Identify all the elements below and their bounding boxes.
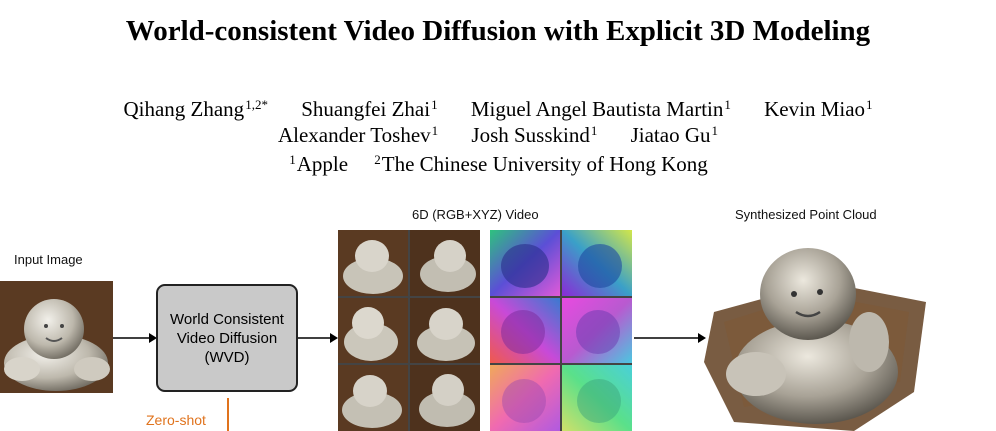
rgb-frame — [410, 365, 480, 431]
xyz-frame — [562, 365, 632, 431]
xyz-frame — [562, 297, 632, 364]
rgb-video-frames — [338, 230, 480, 431]
arrow-model-to-video — [298, 333, 338, 343]
zero-shot-label: Zero-shot — [146, 412, 206, 428]
author: Alexander Toshev1 — [277, 123, 439, 147]
rgb-frame — [410, 230, 480, 296]
wvd-model-box: World Consistent Video Diffusion (WVD) — [156, 284, 298, 392]
model-label-line: (WVD) — [204, 348, 250, 366]
xyz-frame — [490, 365, 560, 431]
video-label: 6D (RGB+XYZ) Video — [412, 207, 539, 222]
model-label-line: Video Diffusion — [176, 329, 278, 347]
point-cloud-image — [704, 232, 930, 431]
xyz-video-frames — [490, 230, 632, 431]
xyz-frame — [490, 230, 560, 296]
arrow-input-to-model — [113, 333, 157, 343]
input-image — [0, 281, 113, 393]
author-list-row-2: Alexander Toshev1 Josh Susskind1 Jiatao … — [0, 122, 996, 148]
point-cloud-label: Synthesized Point Cloud — [735, 207, 877, 222]
arrow-video-to-cloud — [634, 333, 706, 343]
author: Shuangfei Zhai1 — [301, 97, 438, 121]
author-list-row-1: Qihang Zhang1,2* Shuangfei Zhai1 Miguel … — [0, 96, 996, 122]
rgb-frame — [338, 297, 408, 364]
affiliation: 2The Chinese University of Hong Kong — [374, 152, 708, 176]
rgb-frame — [338, 230, 408, 296]
model-label-line: World Consistent — [170, 310, 284, 328]
xyz-frame — [562, 230, 632, 296]
affiliations: 1Apple 2The Chinese University of Hong K… — [0, 151, 996, 177]
author: Kevin Miao1 — [764, 97, 873, 121]
zero-shot-connector — [227, 398, 229, 431]
input-image-label: Input Image — [14, 252, 83, 267]
author: Josh Susskind1 — [471, 123, 598, 147]
author: Jiatao Gu1 — [630, 123, 719, 147]
author: Qihang Zhang1,2* — [123, 97, 268, 121]
rgb-frame — [338, 365, 408, 431]
rgb-frame — [410, 297, 480, 364]
paper-title: World-consistent Video Diffusion with Ex… — [125, 15, 871, 47]
affiliation: 1Apple — [289, 152, 349, 176]
author: Miguel Angel Bautista Martin1 — [470, 97, 731, 121]
xyz-frame — [490, 297, 560, 364]
